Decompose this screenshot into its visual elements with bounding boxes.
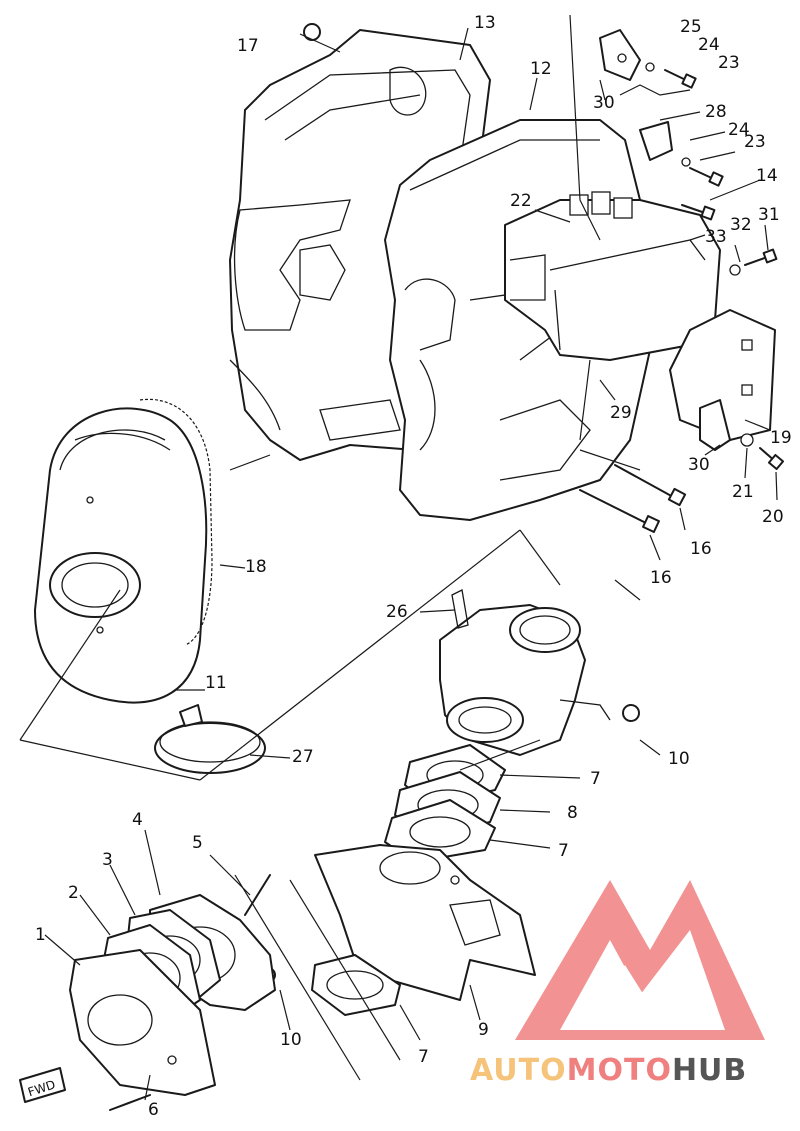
callout-23-mid: 23 <box>744 132 766 152</box>
callout-5: 5 <box>192 833 203 853</box>
callout-21: 21 <box>732 482 754 502</box>
watermark-text-auto: AUTO <box>470 1053 567 1088</box>
callout-6: 6 <box>148 1100 159 1120</box>
callout-31: 31 <box>758 205 780 225</box>
gasket-lower-part <box>311 954 401 1016</box>
watermark-logo-mark <box>515 880 765 1040</box>
watermark-text-hub: HUB <box>672 1053 747 1088</box>
callout-1: 1 <box>35 925 46 945</box>
carb-gasket-lower <box>384 799 496 863</box>
clip-bracket-top <box>599 29 641 81</box>
callout-numbers: 1 2 3 4 5 6 7 8 7 9 7 10 10 11 12 13 14 … <box>35 13 792 1120</box>
callout-10-right: 10 <box>668 749 690 769</box>
callout-26: 26 <box>386 602 408 622</box>
bracket-28-part <box>639 121 673 161</box>
callout-29: 29 <box>610 403 632 423</box>
callout-24-mid: 24 <box>728 120 750 140</box>
callout-20: 20 <box>762 507 784 527</box>
callout-16-left: 16 <box>650 568 672 588</box>
callout-18: 18 <box>245 557 267 577</box>
callout-8: 8 <box>567 803 578 823</box>
callout-16-right: 16 <box>690 539 712 559</box>
callout-12: 12 <box>530 59 552 79</box>
mounting-plate-part <box>314 844 536 1001</box>
watermark-text: AUTOMOTOHUB <box>470 1053 747 1088</box>
watermark-logo <box>515 880 765 1040</box>
callout-28: 28 <box>705 102 727 122</box>
callout-11: 11 <box>205 673 227 693</box>
callout-22: 22 <box>510 191 532 211</box>
reed-plate-1-part <box>69 949 216 1096</box>
carburetor-part <box>439 589 611 756</box>
callout-9: 9 <box>478 1020 489 1040</box>
callout-24-top: 24 <box>698 35 720 55</box>
callout-23-top: 23 <box>718 53 740 73</box>
callout-33: 33 <box>705 227 727 247</box>
callout-2: 2 <box>68 883 79 903</box>
callout-27: 27 <box>292 747 314 767</box>
hose-clamp-part <box>154 704 266 774</box>
callout-10-left: 10 <box>280 1030 302 1050</box>
callout-7-lower: 7 <box>418 1047 429 1067</box>
callout-3: 3 <box>102 850 113 870</box>
callout-30-lower: 30 <box>688 455 710 475</box>
callout-30-top: 30 <box>593 93 615 113</box>
callout-19: 19 <box>770 428 792 448</box>
callout-32: 32 <box>730 215 752 235</box>
intake-silencer-part <box>34 407 208 704</box>
callout-14: 14 <box>756 166 778 186</box>
callout-17: 17 <box>237 36 259 56</box>
callout-13: 13 <box>474 13 496 33</box>
seal-ring-part <box>139 398 213 646</box>
callout-25: 25 <box>680 17 702 37</box>
callout-4: 4 <box>132 810 143 830</box>
callout-7-upper: 7 <box>590 769 601 789</box>
watermark-text-moto: MOTO <box>567 1053 672 1088</box>
leader-lines <box>19 14 778 1101</box>
callout-7-middle: 7 <box>558 841 569 861</box>
electrical-module-part <box>504 191 721 361</box>
fwd-direction-tag: FWD <box>19 1067 66 1103</box>
